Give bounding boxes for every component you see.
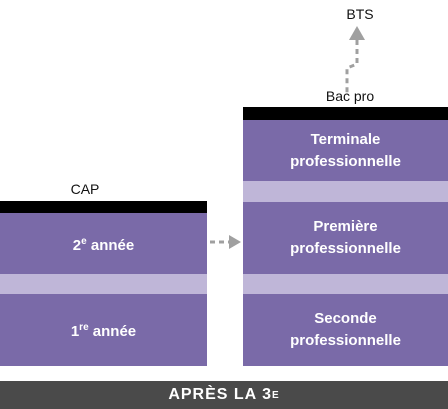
bac-block-seconde: Seconde professionnelle — [243, 294, 448, 366]
bac-separator — [243, 274, 448, 294]
bts-label: BTS — [346, 6, 374, 22]
dashed-arrow-right-icon — [210, 235, 241, 249]
cap-label: CAP — [70, 181, 100, 197]
bac-block-line1: Terminale — [310, 130, 381, 148]
bac-block-line2: professionnelle — [290, 152, 401, 170]
cap-separator — [0, 274, 207, 294]
cap-block-number: 2 — [72, 236, 82, 254]
bac-block-line1: Seconde — [314, 310, 377, 327]
cap-block-text: année — [86, 236, 135, 254]
footer-suffix: E — [271, 389, 280, 401]
cap-block-number: 1 — [70, 323, 80, 340]
cap-block-text: année — [88, 323, 137, 340]
bac-block-line2: professionnelle — [290, 332, 401, 349]
bac-pro-header-bar — [243, 107, 448, 120]
cap-block-2e-annee: 2e année — [0, 213, 207, 274]
cap-block-1re-annee: 1re année — [0, 294, 207, 366]
cap-header-bar — [0, 201, 207, 213]
footer-text: APRÈS LA 3 — [168, 386, 272, 403]
bac-block-premiere: Première professionnelle — [243, 202, 448, 274]
bac-separator — [243, 181, 448, 202]
bac-pro-label: Bac pro — [325, 88, 375, 104]
bac-block-line2: professionnelle — [290, 240, 401, 257]
cap-block-suffix: e — [81, 235, 87, 247]
bac-block-line1: Première — [313, 218, 378, 235]
cap-block-suffix: re — [79, 322, 89, 333]
dashed-arrow-up-icon — [345, 26, 365, 94]
bac-block-terminale: Terminale professionnelle — [243, 120, 448, 181]
